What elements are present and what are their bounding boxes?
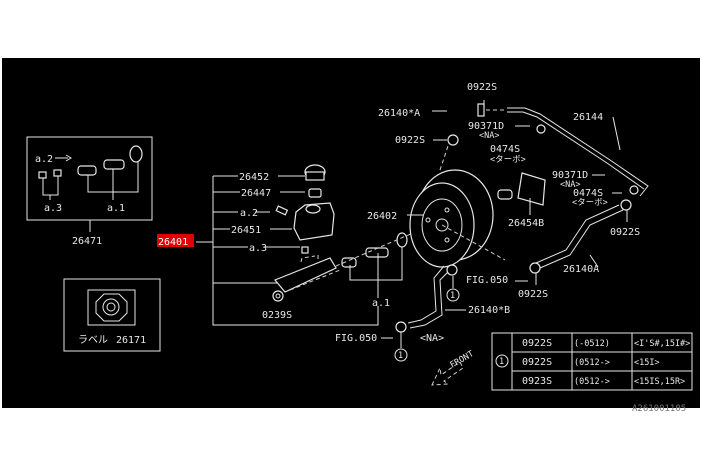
table-cell: 0922S [522,338,552,349]
table-cell: 0922S [522,357,552,368]
reservoir-drawing [275,164,335,254]
brake-booster-drawing [409,139,546,268]
label-text: ラベル [78,334,108,346]
part-a2[interactable]: a.2 [240,208,258,219]
part-90371d-2[interactable]: 90371D [552,170,588,181]
note-na-1: <NA> [479,131,499,141]
vacuum-hose-drawing [395,103,649,333]
part-0474s-2[interactable]: 0474S [573,188,603,199]
label-sticker-icon [87,289,136,326]
part-26447[interactable]: 26447 [241,188,271,199]
table-cell: (-0512) [574,339,610,349]
highlight-26401 [157,234,194,247]
part-26140a[interactable]: 26140A [563,264,599,275]
kit-a1-label: a.1 [107,203,125,214]
part-0922s-right[interactable]: 0922S [610,227,640,238]
note-turbo-2: <ターボ> [572,198,608,208]
note-na-3: <NA> [420,333,444,344]
table-ref-mark: 1 [499,357,504,367]
kit-seals-icon [77,145,143,176]
drawing-id: A261001105 [632,404,686,414]
table-cell: (0512-> [574,377,610,387]
part-0474s-1[interactable]: 0474S [490,144,520,155]
part-a3[interactable]: a.3 [249,243,267,254]
table-cell: 0923S [522,376,552,387]
ref-circle-1 [446,288,460,302]
part-26452[interactable]: 26452 [239,172,269,183]
label-box-26171[interactable]: ラベル 26171 [63,278,161,352]
applicability-table: 1 0922S (-0512) <I'S#,15I#> 0922S (0512-… [491,332,693,391]
part-26140-a-star[interactable]: 26140*A [378,108,420,119]
part-0922s-top[interactable]: 0922S [467,82,497,93]
table-cell: <15I> [634,358,660,368]
part-26402[interactable]: 26402 [367,211,397,222]
table-cell: (0512-> [574,358,610,368]
fig-050-link-2[interactable]: FIG.050 [335,333,377,344]
kit-a3-label: a.3 [44,203,62,214]
part-26144[interactable]: 26144 [573,112,603,123]
ref-mark-1: 1 [450,291,455,301]
note-na-2: <NA> [560,180,580,190]
part-26451[interactable]: 26451 [231,225,261,236]
ref-circle-2 [394,348,408,362]
part-90371d-1[interactable]: 90371D [468,121,504,132]
kit-a2-label: a.2 [35,154,53,165]
part-26171: 26171 [116,335,146,346]
part-26454b[interactable]: 26454B [508,218,544,229]
note-turbo-1: <ターボ> [490,155,526,165]
part-0239s[interactable]: 0239S [262,310,292,321]
part-a1[interactable]: a.1 [372,298,390,309]
ref-mark-2: 1 [398,351,403,361]
diagram-background [2,58,700,408]
part-26471[interactable]: 26471 [72,236,102,247]
table-cell: <I'S#,15I#> [634,339,690,349]
master-cylinder-drawing [272,229,421,302]
table-cell: <15IS,15R> [634,377,685,387]
part-0922s-bottom[interactable]: 0922S [518,289,548,300]
fig-050-link-1[interactable]: FIG.050 [466,275,508,286]
part-0922s-left[interactable]: 0922S [395,135,425,146]
kit-box-26471[interactable]: a.2 a.3 a.1 [26,136,153,232]
part-26401[interactable]: 26401 [158,237,188,248]
part-26140-b-star[interactable]: 26140*B [468,305,510,316]
